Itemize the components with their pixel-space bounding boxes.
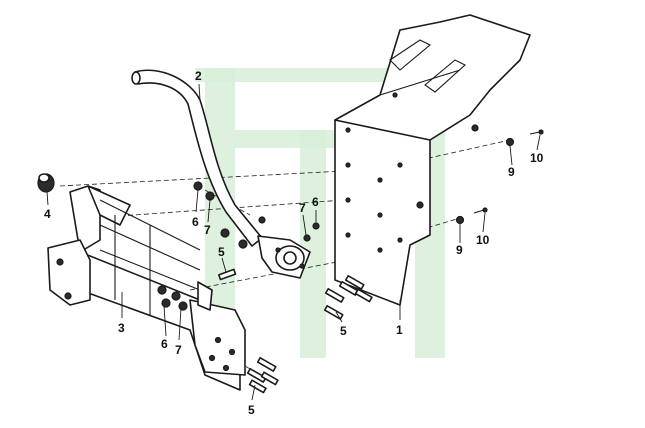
callout-7-upper-right: 7 [299, 201, 306, 215]
flange-block-part [257, 235, 311, 279]
callout-10-upper: 10 [530, 151, 544, 165]
callout-9-upper: 9 [508, 165, 515, 179]
callout-10-lower: 10 [476, 233, 490, 247]
callout-7-upper-left: 7 [204, 223, 211, 237]
cap-nut-part [37, 173, 55, 193]
callout-6-upper-right: 6 [312, 195, 319, 209]
frame-assembly-part [47, 185, 246, 391]
callout-5-right: 5 [340, 324, 347, 338]
callout-9-lower: 9 [456, 243, 463, 257]
callout-3: 3 [118, 321, 125, 335]
callout-7-lower: 7 [175, 343, 182, 357]
callout-1: 1 [396, 323, 403, 337]
callout-5-bottom: 5 [248, 403, 255, 417]
callout-6-upper-left: 6 [192, 215, 199, 229]
callout-6-lower: 6 [161, 337, 168, 351]
hardware-parts [157, 129, 544, 394]
upright-plate-part [334, 14, 531, 306]
leader-lines [46, 83, 541, 401]
callout-4: 4 [44, 207, 51, 221]
callout-5-left: 5 [218, 245, 225, 259]
callout-2: 2 [195, 69, 202, 83]
